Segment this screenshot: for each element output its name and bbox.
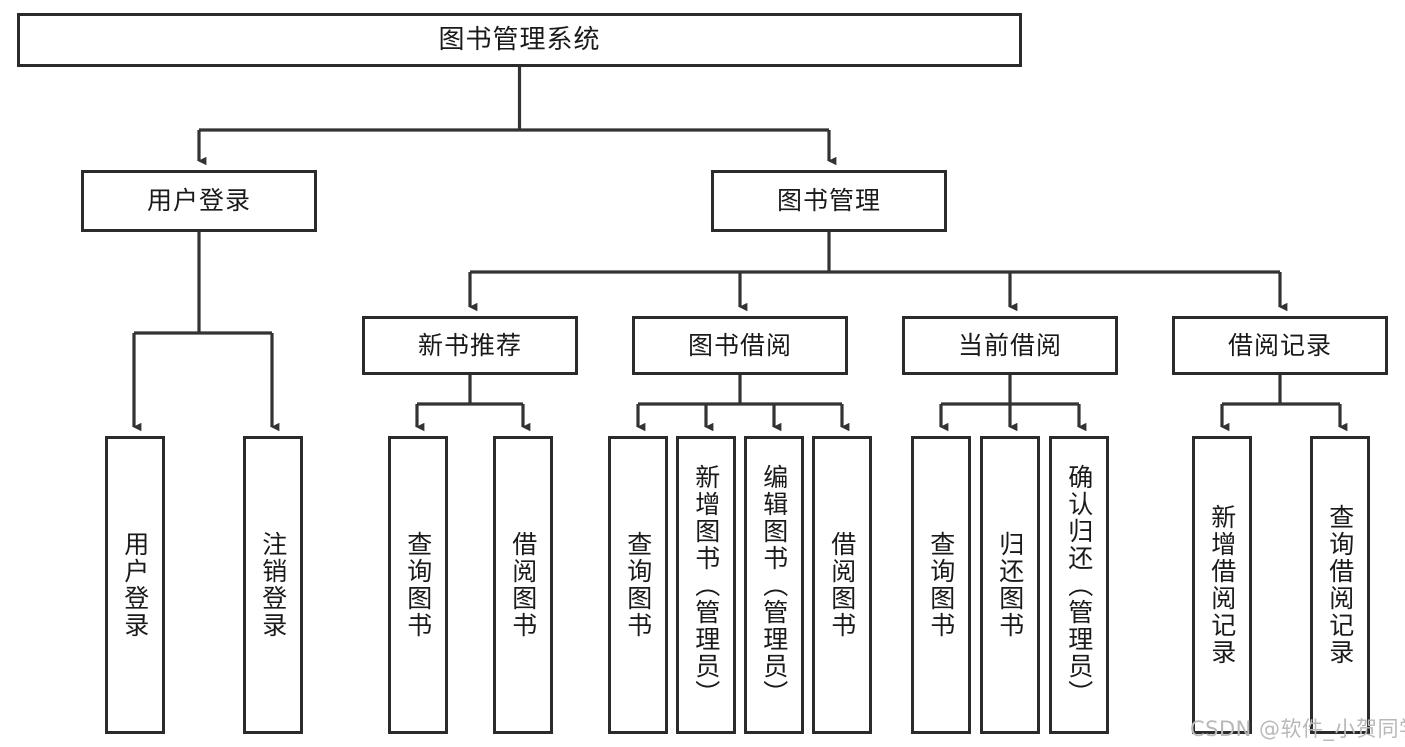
node-label: 注销登录 [258, 531, 288, 639]
node-user-login[interactable]: 用户登录 [81, 170, 317, 232]
leaf-query-book-current[interactable]: 查询图书 [911, 436, 971, 734]
leaf-add-book-admin[interactable]: 新增图书（管理员） [676, 436, 736, 734]
node-book-borrow[interactable]: 图书借阅 [632, 316, 848, 375]
node-label: 查询图书 [926, 531, 956, 639]
leaf-query-borrow-record[interactable]: 查询借阅记录 [1310, 436, 1370, 734]
node-label: 查询借阅记录 [1325, 504, 1355, 666]
node-root-system[interactable]: 图书管理系统 [17, 13, 1022, 67]
leaf-user-login[interactable]: 用户登录 [105, 436, 165, 734]
leaf-confirm-return-admin[interactable]: 确认归还（管理员） [1049, 436, 1109, 734]
leaf-borrow-book[interactable]: 借阅图书 [812, 436, 872, 734]
node-label: 编辑图书（管理员） [759, 463, 789, 707]
node-label: 用户登录 [146, 186, 251, 216]
node-label: 确认归还（管理员） [1064, 463, 1094, 707]
node-label: 新书推荐 [417, 330, 522, 360]
node-label: 图书管理系统 [438, 24, 601, 55]
node-label: 归还图书 [995, 531, 1025, 639]
node-new-book-recommend[interactable]: 新书推荐 [362, 316, 578, 375]
node-label: 查询图书 [403, 531, 433, 639]
node-book-management[interactable]: 图书管理 [711, 170, 947, 232]
node-label: 查询图书 [623, 531, 653, 639]
node-label: 当前借阅 [957, 330, 1062, 360]
node-label: 图书借阅 [687, 330, 792, 360]
leaf-logout[interactable]: 注销登录 [243, 436, 303, 734]
leaf-query-book-borrow[interactable]: 查询图书 [608, 436, 668, 734]
node-label: 借阅图书 [827, 531, 857, 639]
node-label: 借阅图书 [508, 531, 538, 639]
node-label: 新增借阅记录 [1207, 504, 1237, 666]
leaf-edit-book-admin[interactable]: 编辑图书（管理员） [744, 436, 804, 734]
leaf-query-book-recommend[interactable]: 查询图书 [388, 436, 448, 734]
node-label: 新增图书（管理员） [691, 463, 721, 707]
leaf-return-book[interactable]: 归还图书 [980, 436, 1040, 734]
node-label: 图书管理 [776, 186, 881, 216]
node-borrow-records[interactable]: 借阅记录 [1172, 316, 1388, 375]
csdn-watermark: CSDN @软件_小贺同学 [1190, 717, 1405, 741]
leaf-borrow-book-recommend[interactable]: 借阅图书 [493, 436, 553, 734]
node-label: 用户登录 [120, 531, 150, 639]
node-label: 借阅记录 [1227, 330, 1332, 360]
node-current-borrow[interactable]: 当前借阅 [902, 316, 1118, 375]
leaf-add-borrow-record[interactable]: 新增借阅记录 [1192, 436, 1252, 734]
